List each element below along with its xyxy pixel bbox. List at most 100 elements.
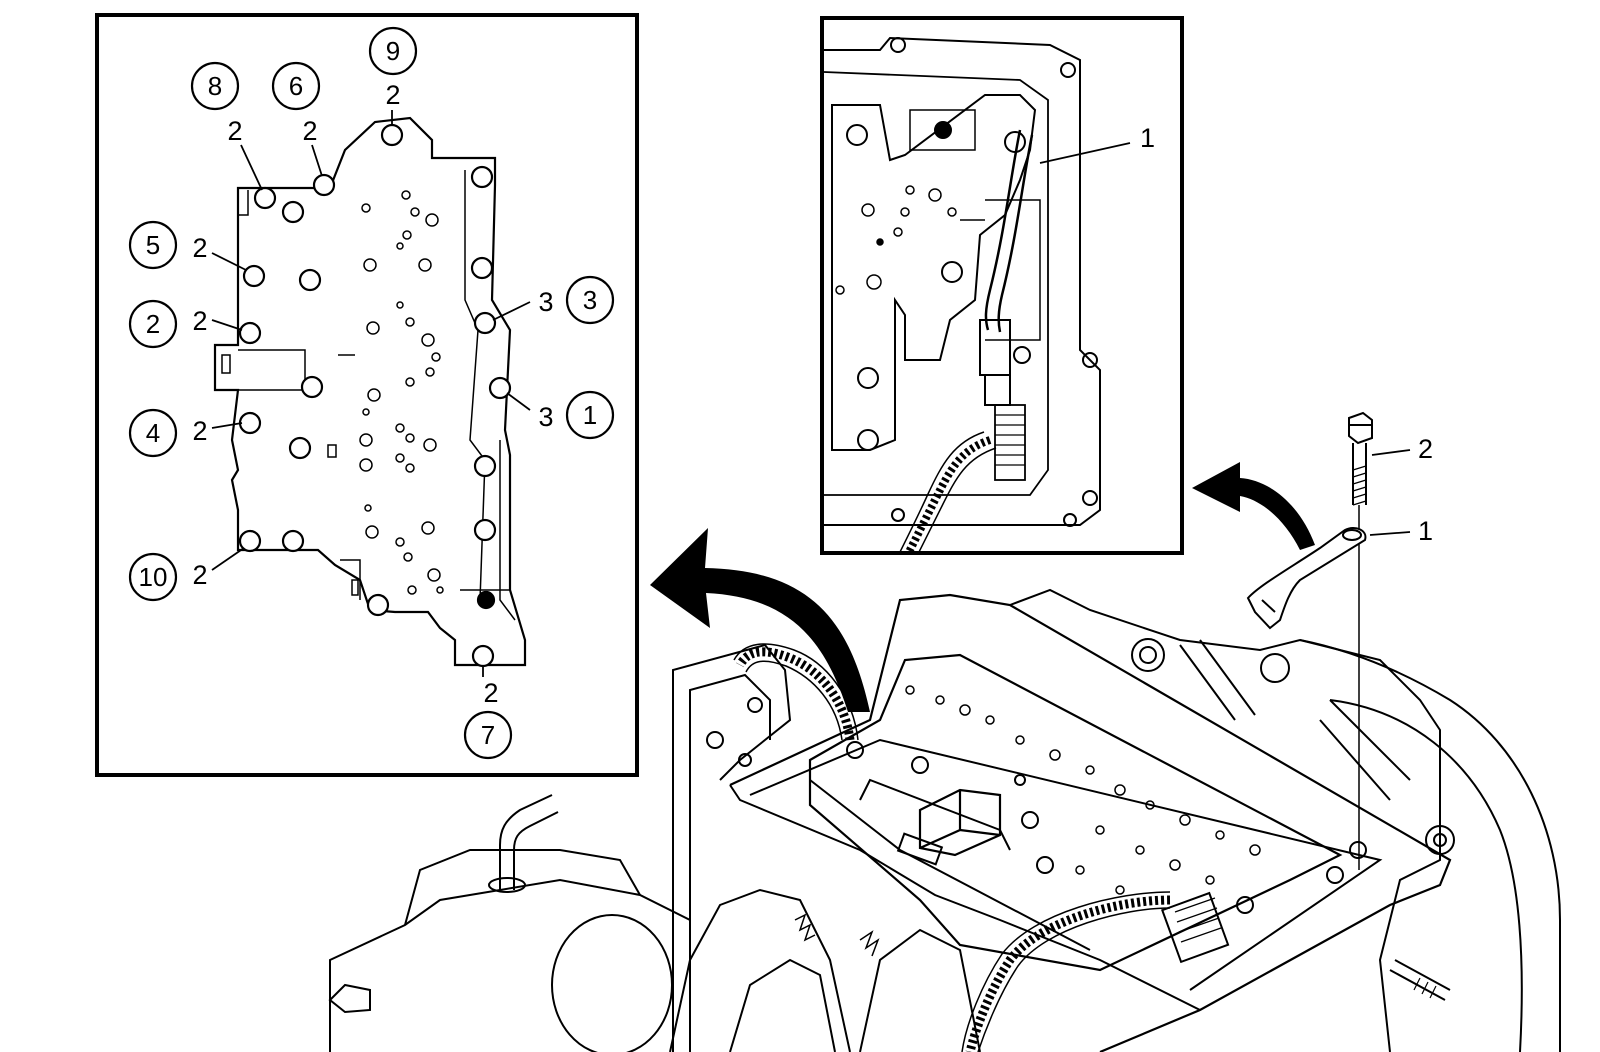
leader-line	[211, 319, 243, 331]
right-inset-frame	[820, 16, 1184, 555]
hole	[928, 188, 942, 202]
mount-bracket	[328, 983, 371, 1014]
case-rib	[1179, 639, 1411, 801]
case-boss	[1433, 833, 1447, 847]
valve-body-slot	[327, 444, 337, 458]
connector-pin-lines	[995, 414, 1025, 466]
pan-rail-inner	[749, 738, 1383, 991]
bolt	[1013, 346, 1031, 364]
bolt	[473, 518, 497, 542]
callout-label: 2	[385, 80, 400, 110]
callout-number: 6	[289, 71, 303, 101]
callout-label: 2	[302, 116, 317, 146]
callout-label: 2	[192, 416, 207, 446]
case-right-side	[1009, 588, 1441, 1052]
flange-hole	[891, 508, 905, 522]
callout-label: 3	[538, 287, 553, 317]
valve-body-slot	[221, 354, 231, 374]
bolt	[281, 200, 305, 224]
lower-connector-pins	[1174, 897, 1222, 943]
hole	[395, 453, 405, 463]
pan-rail-lower	[729, 784, 1201, 1011]
bolt	[857, 367, 879, 389]
hole	[405, 377, 415, 387]
hole	[893, 227, 903, 237]
curved-arrow-left	[650, 528, 870, 712]
exploded-label-bracket: 1	[1418, 516, 1433, 546]
lower-harness-outline	[961, 891, 1171, 1052]
hole	[835, 285, 845, 295]
flange-hole	[1082, 490, 1098, 506]
left-inset-callout-7: 7 2	[481, 678, 499, 750]
hole	[405, 317, 415, 327]
hole	[401, 190, 411, 200]
callout-number: 8	[208, 71, 222, 101]
hole	[410, 207, 420, 217]
bolt	[298, 268, 322, 292]
hole	[935, 695, 945, 705]
left-inset-callout-1: 1 3	[538, 400, 597, 432]
case-boss	[1260, 653, 1290, 683]
hole	[866, 274, 882, 290]
valve-body-inner	[909, 109, 1041, 341]
left-inset-callout-6: 6 2	[289, 71, 318, 146]
hole	[421, 333, 435, 347]
left-inset-callout-9: 9 2	[385, 36, 400, 110]
bolt	[281, 529, 305, 553]
hole	[905, 185, 915, 195]
bolt	[941, 261, 963, 283]
bolt	[238, 529, 262, 553]
hole	[861, 203, 875, 217]
callout-number: 1	[583, 400, 597, 430]
hole	[436, 586, 444, 594]
output-housing	[329, 878, 691, 1052]
valve-body-bolt	[1021, 811, 1039, 829]
left-inset-callout-4: 4 2	[146, 416, 208, 448]
bolt	[476, 590, 496, 610]
leader-line	[311, 144, 323, 177]
valve-body	[831, 94, 1037, 451]
hole	[365, 525, 379, 539]
left-inset-leaders	[211, 110, 531, 677]
bolt	[471, 644, 495, 668]
hole	[427, 568, 441, 582]
hole	[1095, 825, 1105, 835]
right-inset	[820, 16, 1184, 555]
bracket-tab	[896, 832, 944, 866]
pan-flange	[824, 36, 1101, 526]
leader-line	[506, 392, 531, 411]
flange-hole	[890, 37, 906, 53]
leader-line	[1371, 449, 1411, 456]
bolt	[846, 124, 868, 146]
bolt	[470, 256, 494, 280]
callout-circle	[463, 710, 513, 760]
callout-number: 2	[146, 309, 160, 339]
hole	[418, 258, 432, 272]
callout-circle	[128, 220, 178, 270]
hole	[403, 552, 413, 562]
bell-housing	[1299, 639, 1561, 1052]
hole	[1115, 885, 1125, 895]
left-inset-callout-10: 10 2	[139, 560, 208, 592]
corrugated-harness	[905, 436, 992, 551]
hole	[876, 238, 884, 246]
vent-pipe-base	[488, 877, 526, 893]
hole	[1205, 875, 1215, 885]
hole	[359, 433, 373, 447]
valve-body-outline	[213, 116, 527, 667]
flange-hole	[1063, 513, 1077, 527]
callout-circle	[128, 408, 178, 458]
bell-housing-inner	[1329, 699, 1523, 1052]
hole	[1179, 814, 1191, 826]
hole	[425, 367, 435, 377]
callout-label: 2	[192, 233, 207, 263]
bolt	[288, 436, 312, 460]
left-inset-callout-8: 8 2	[208, 71, 243, 146]
callout-circle	[128, 299, 178, 349]
hole	[1049, 749, 1061, 761]
callout-number: 3	[583, 285, 597, 315]
valve-body-slot	[351, 579, 359, 596]
right-inset-label: 1	[1140, 123, 1155, 153]
hole	[359, 458, 373, 472]
